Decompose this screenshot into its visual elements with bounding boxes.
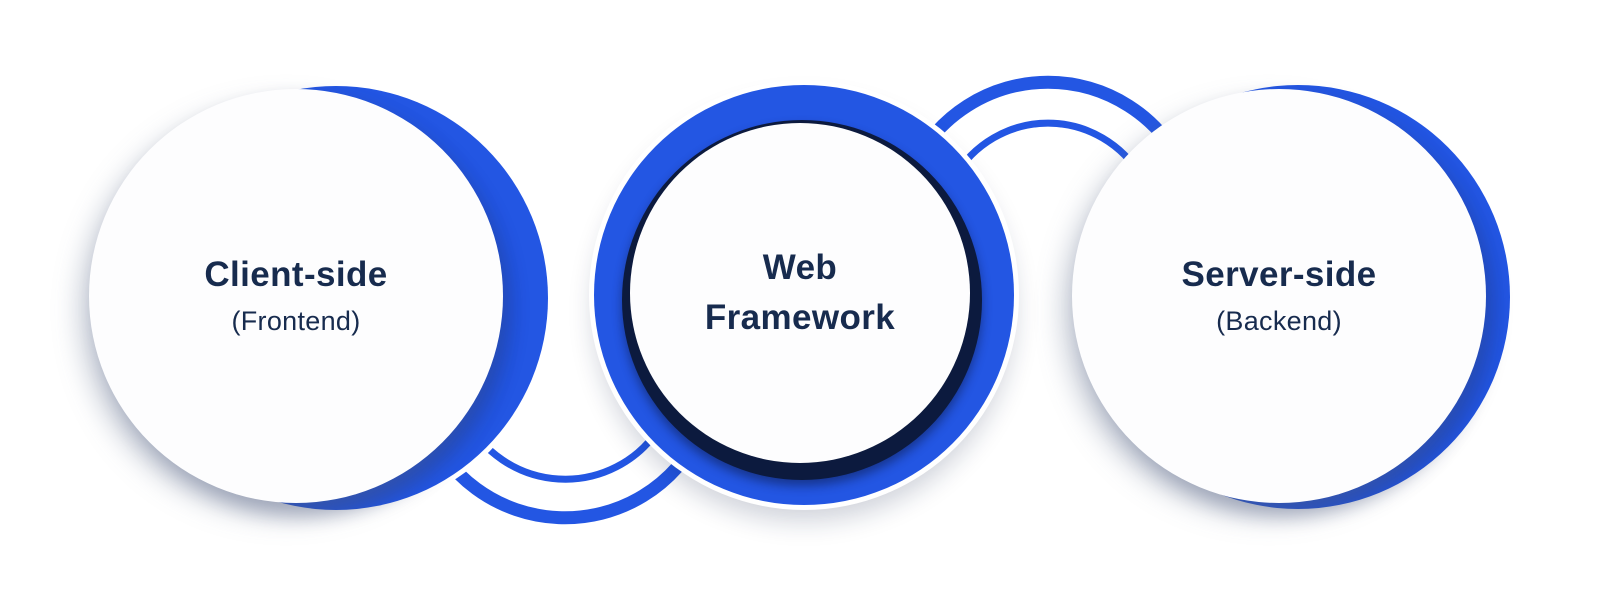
client-node-title: Client-side xyxy=(204,255,388,294)
server-node-label: Server-side (Backend) xyxy=(1072,89,1486,503)
client-node-label: Client-side (Frontend) xyxy=(89,89,503,503)
web-framework-node: Web Framework xyxy=(594,85,1014,505)
client-node-circle xyxy=(89,89,503,503)
framework-node-label: Web Framework xyxy=(630,123,970,463)
top-link-outer-arc xyxy=(906,75,1190,172)
framework-node-title-line2: Framework xyxy=(704,298,896,337)
client-node-subtitle: (Frontend) xyxy=(231,306,361,336)
server-side-node: Server-side (Backend) xyxy=(1072,85,1510,509)
server-node-subtitle: (Backend) xyxy=(1216,306,1342,336)
framework-node-title-line1: Web xyxy=(762,248,838,287)
top-link-inner-arc xyxy=(950,119,1146,180)
client-side-node: Client-side (Frontend) xyxy=(89,86,549,510)
server-node-title: Server-side xyxy=(1181,255,1377,294)
server-node-circle xyxy=(1072,89,1486,503)
framework-node-circle xyxy=(630,123,970,463)
